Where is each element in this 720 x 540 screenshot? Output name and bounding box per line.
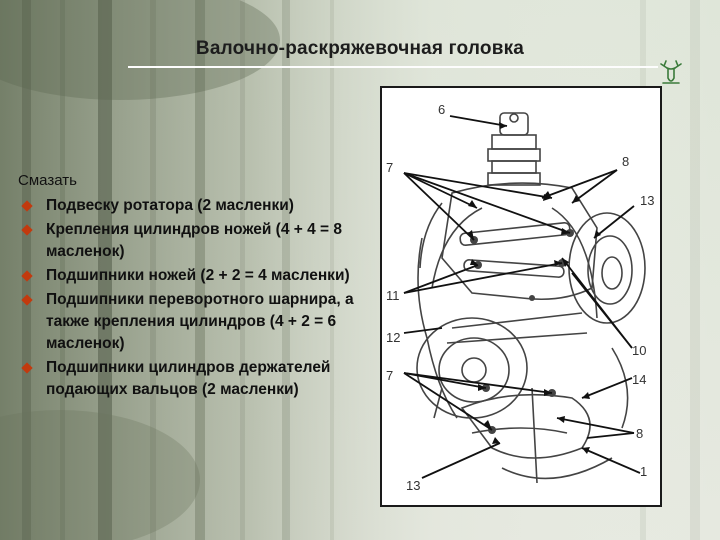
callout-8-bottom: 8	[636, 426, 644, 441]
slide-title: Валочно-раскряжевочная головка	[195, 38, 525, 59]
lubrication-list: Подвеску ротатора (2 масленки) Крепления…	[18, 195, 370, 403]
list-item: Подшипники цилиндров держателей подающих…	[18, 357, 370, 401]
diamond-bullet-icon	[21, 200, 33, 212]
list-item: Подвеску ротатора (2 масленки)	[18, 195, 370, 217]
callout-8-top: 8	[622, 154, 630, 169]
title-underline	[128, 66, 658, 68]
callout-1: 1	[640, 464, 648, 479]
list-item-text: Подвеску ротатора (2 масленки)	[46, 197, 294, 214]
list-item-text: Крепления цилиндров ножей (4 + 4 = 8 мас…	[46, 221, 343, 260]
callout-11: 11	[386, 288, 400, 303]
callout-6: 6	[438, 102, 446, 117]
callout-14: 14	[632, 372, 647, 387]
callout-7-top: 7	[386, 160, 394, 175]
harvester-head-diagram: 6 7 8 13 11 12 10 7 14 8 1 13	[380, 86, 662, 507]
list-item: Крепления цилиндров ножей (4 + 4 = 8 мас…	[18, 219, 370, 263]
callout-10: 10	[632, 343, 647, 358]
diamond-bullet-icon	[21, 362, 33, 374]
harvester-head-drawing	[403, 112, 646, 484]
callout-7-bottom: 7	[386, 368, 394, 383]
callout-12: 12	[386, 330, 401, 345]
list-item: Подшипники ножей (2 + 2 = 4 масленки)	[18, 265, 370, 287]
callout-13-bottom: 13	[406, 478, 421, 493]
diamond-bullet-icon	[21, 270, 33, 282]
callout-13-top: 13	[640, 193, 655, 208]
list-item-text: Подшипники ножей (2 + 2 = 4 масленки)	[46, 267, 350, 284]
lead-text: Смазать	[18, 172, 77, 189]
diamond-bullet-icon	[21, 224, 33, 236]
deer-logo-icon	[660, 60, 682, 84]
diamond-bullet-icon	[21, 294, 33, 306]
list-item-text: Подшипники переворотного шарнира, а такж…	[46, 291, 354, 352]
list-item-text: Подшипники цилиндров держателей подающих…	[46, 359, 331, 398]
list-item: Подшипники переворотного шарнира, а такж…	[18, 289, 370, 355]
